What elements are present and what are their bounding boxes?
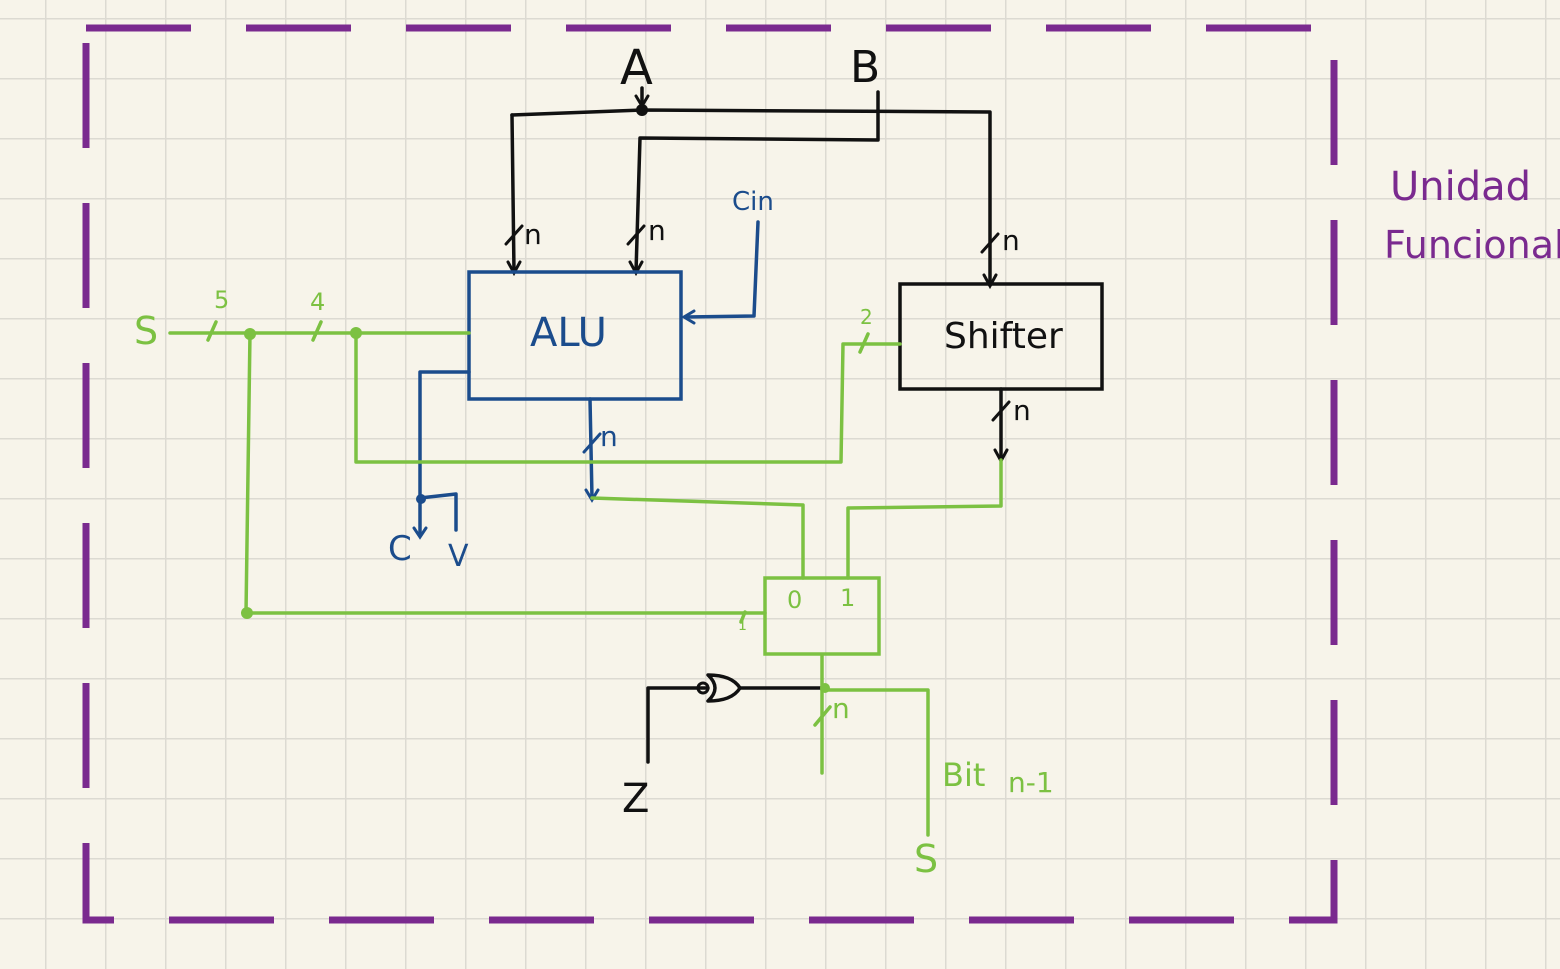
bus-label-alu-out: n [600, 420, 618, 453]
junction-s-main [244, 328, 256, 340]
cin-label: Cin [732, 187, 774, 217]
mux-in0-label: 0 [787, 586, 802, 614]
arrow-alu-out [584, 488, 600, 503]
alu-label: ALU [530, 310, 607, 356]
junction-flags [416, 494, 426, 504]
junction-a [636, 104, 648, 116]
bit-msb-wire [820, 688, 930, 837]
input-a-label: A [620, 40, 653, 96]
bus-label-s4: 4 [310, 288, 325, 316]
bus-label-alu-a: n [524, 218, 542, 251]
select-label: S [134, 309, 158, 353]
arrow-cin [681, 309, 696, 325]
slash-alu-a [504, 224, 524, 246]
overflow-wire [418, 492, 458, 532]
overflow-label: V [448, 539, 469, 574]
bus-label-s1: 1 [738, 618, 747, 634]
mux-in0-wire [590, 496, 805, 580]
unit-title-line2: Funcional [1384, 223, 1560, 267]
alu-block [467, 270, 683, 401]
nor-gate [706, 673, 742, 703]
slash-s1 [739, 610, 747, 624]
zero-out-wire [646, 686, 710, 764]
mux-in1-wire [846, 458, 1003, 580]
slash-mux-out [813, 705, 832, 727]
bus-label-shifter-in: n [1002, 224, 1020, 257]
bus-label-mux-out: n [832, 692, 850, 725]
slash-alu-b [626, 224, 646, 246]
unit-boundary [82, 24, 1338, 924]
bus-label-s5: 5 [214, 286, 229, 314]
mux-block [763, 576, 881, 656]
shifter-label: Shifter [944, 316, 1063, 357]
mux-in1-label: 1 [840, 584, 855, 612]
select-lower-label: S [914, 837, 938, 881]
nor-bubble [696, 681, 710, 695]
slash-shifter-in [980, 232, 1000, 254]
arrow-shifter-in [982, 273, 998, 290]
slash-s2 [858, 332, 870, 354]
junction-mux-out [820, 683, 830, 693]
flags-wire [418, 370, 471, 537]
carry-label: C [388, 529, 412, 569]
s-mux-select [244, 331, 767, 615]
alu-output-wire [588, 397, 594, 500]
bit-label: Bit [942, 756, 985, 794]
cin-wire [684, 220, 760, 319]
bus-label-alu-b: n [648, 214, 666, 247]
slash-alu-out [582, 432, 602, 454]
unit-title-line1: Unidad [1390, 164, 1531, 210]
input-b-label: B [850, 42, 880, 93]
bus-label-shifter-out: n [1013, 394, 1031, 427]
arrow-carry [412, 526, 428, 540]
junction-s-mux [241, 607, 253, 619]
slash-s4 [311, 320, 323, 342]
arrow-a-down [634, 94, 650, 109]
junction-s-shifter [350, 327, 362, 339]
zero-label: Z [622, 776, 649, 822]
bit-index-label: n-1 [1008, 766, 1054, 799]
bus-label-s2: 2 [860, 305, 873, 329]
slash-s5 [206, 320, 218, 342]
